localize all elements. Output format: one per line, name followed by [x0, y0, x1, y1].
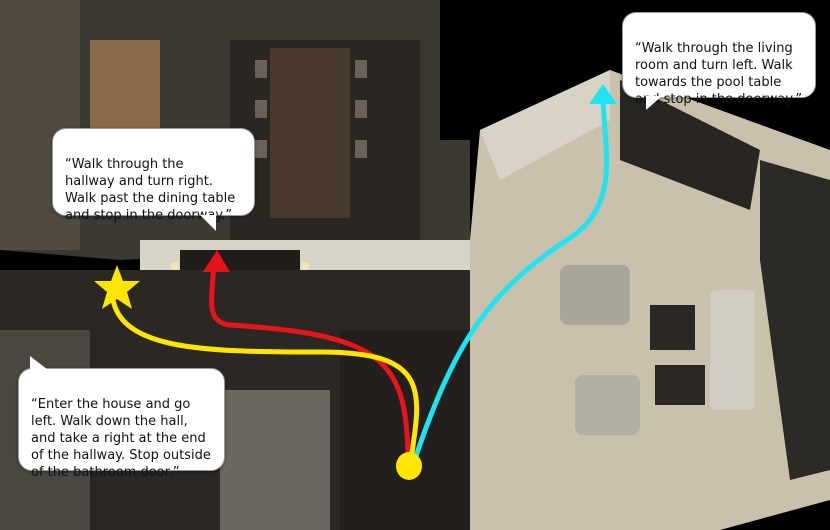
- instruction-bubble-cyan: “Walk through the living room and turn l…: [622, 12, 816, 107]
- instruction-text-red: “Walk through the hallway and turn right…: [65, 157, 236, 223]
- instruction-text-yellow: “Enter the house and go left. Walk down …: [31, 397, 211, 480]
- sofa: [710, 290, 755, 410]
- living-room-wall: [480, 70, 610, 180]
- dining-chair: [355, 140, 367, 158]
- goal-star-icon: [94, 265, 140, 309]
- cyan-path: [411, 97, 610, 465]
- dining-chair: [355, 100, 367, 118]
- wall-lamp: [171, 262, 179, 270]
- wall-lamp: [301, 262, 309, 270]
- dining-table: [270, 48, 350, 218]
- bubble-tail-red: [200, 215, 216, 231]
- yellow-path: [109, 289, 420, 468]
- armchair: [560, 265, 630, 325]
- side-table: [655, 365, 705, 405]
- instruction-bubble-yellow: “Enter the house and go left. Walk down …: [18, 368, 225, 480]
- bathroom: [220, 390, 330, 530]
- instruction-bubble-red: “Walk through the hallway and turn right…: [52, 128, 255, 223]
- bubble-tail-cyan: [646, 96, 662, 110]
- dining-chair: [255, 100, 267, 118]
- armchair: [575, 375, 640, 435]
- dining-chair: [255, 140, 267, 158]
- instruction-text-cyan: “Walk through the living room and turn l…: [635, 41, 803, 107]
- red-arrowhead: [203, 250, 230, 272]
- bubble-tail-yellow: [30, 356, 48, 370]
- navigation-paths: [109, 84, 617, 468]
- pool-room: [620, 80, 760, 210]
- dining-chair: [355, 60, 367, 78]
- side-room: [90, 40, 160, 130]
- cyan-arrowhead: [589, 84, 617, 104]
- start-point-icon: [396, 452, 422, 480]
- side-table: [650, 305, 695, 350]
- dining-chair: [255, 60, 267, 78]
- red-path: [209, 259, 411, 468]
- right-wall: [760, 160, 830, 480]
